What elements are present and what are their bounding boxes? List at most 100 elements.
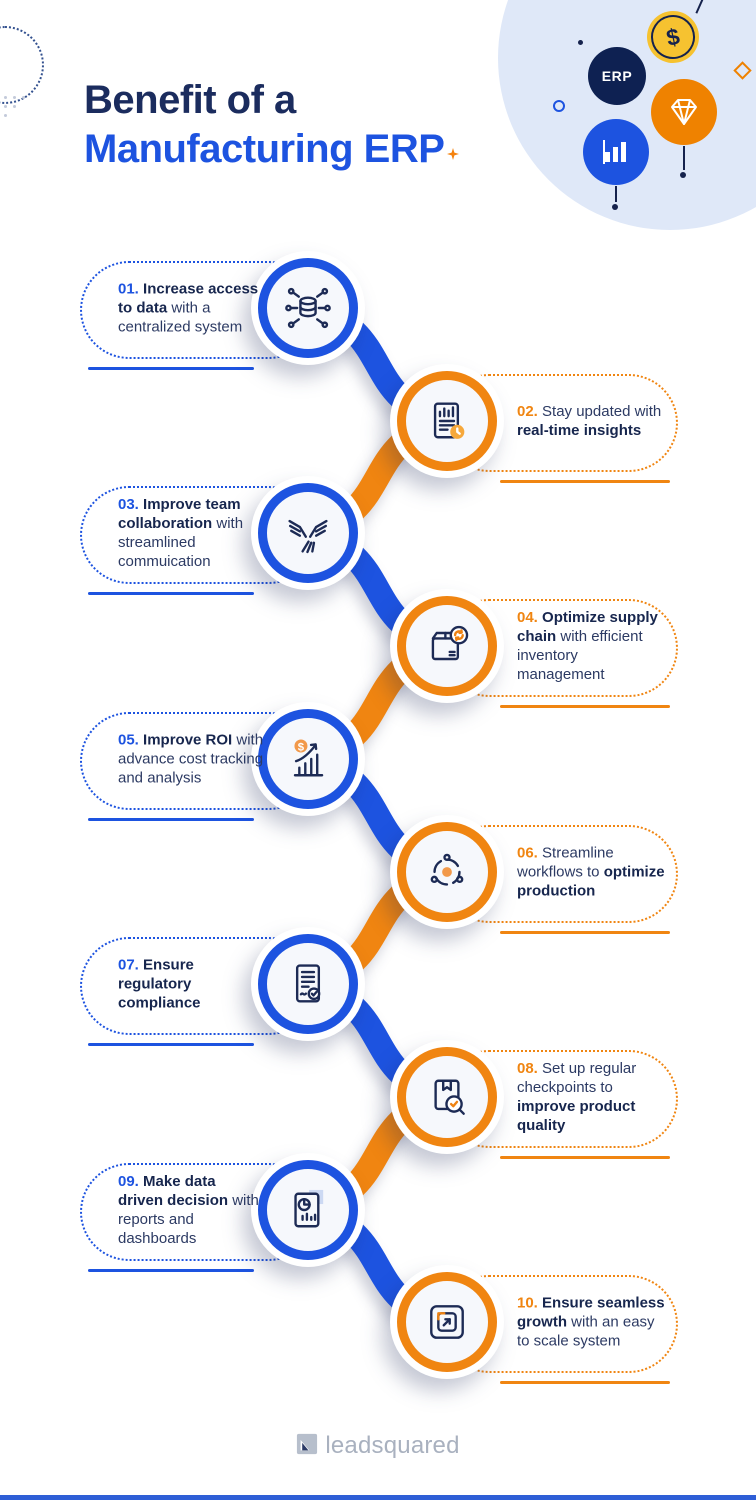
team-hands-icon — [282, 507, 334, 559]
benefit-circle — [390, 364, 504, 478]
benefit-ring — [258, 1160, 358, 1260]
erp-ball-label: ERP — [601, 68, 633, 84]
benefit-text-regular: Set up regular checkpoints to — [517, 1060, 637, 1096]
benefit-text: 07. Ensure regulatory compliance — [118, 956, 264, 1013]
page-title: Benefit of a Manufacturing ERP — [84, 76, 460, 174]
benefit-ring — [397, 1047, 497, 1147]
benefit-text-regular: Streamline workflows to — [517, 844, 614, 881]
scalability-icon — [421, 1296, 473, 1348]
benefit-ring — [397, 1272, 497, 1372]
bottom-accent-bar — [0, 1495, 756, 1500]
benefit-text-bold: Optimize supply chain — [517, 609, 658, 645]
benefit-number: 08. — [517, 1060, 543, 1077]
benefit-underline — [88, 818, 254, 821]
benefit-ring: $ — [258, 709, 358, 809]
erp-ball-icon: ERP — [588, 47, 646, 105]
svg-text:$: $ — [298, 741, 305, 753]
benefit-text-regular: with a centralized system — [118, 299, 243, 336]
quality-check-icon — [421, 1071, 473, 1123]
dot-pattern — [22, 96, 25, 99]
diamond-stem-line — [683, 146, 685, 170]
sparkle-icon — [447, 123, 460, 172]
benefit-text-bold: Make data driven decision — [118, 1173, 229, 1209]
realtime-report-icon — [421, 395, 473, 447]
benefit-text-regular: with efficient inventory management — [517, 628, 643, 683]
footer: leadsquared — [0, 1432, 756, 1460]
benefit-underline — [500, 1156, 670, 1159]
benefit-ring — [397, 596, 497, 696]
benefit-circle — [251, 251, 365, 365]
dot-pattern — [4, 96, 7, 99]
page-title-line1: Benefit of a — [84, 78, 296, 122]
benefit-number: 05. — [118, 731, 144, 749]
benefit-circle — [390, 1265, 504, 1379]
benefit-text-regular: with advance cost tracking and analysis — [118, 731, 264, 787]
decor-dot — [578, 40, 583, 45]
small-ring-icon — [553, 100, 565, 112]
benefit-text-regular: with reports and dashboards — [118, 1192, 259, 1247]
benefit-text-bold: improve product quality — [517, 1098, 636, 1134]
leadsquared-logo-icon — [296, 1433, 318, 1460]
workflow-icon — [421, 846, 473, 898]
benefit-number: 04. — [517, 609, 543, 626]
benefit-number: 07. — [118, 956, 144, 974]
benefit-number: 06. — [517, 844, 543, 862]
benefit-underline — [500, 931, 670, 934]
benefit-text: 01. Increase access to data with a centr… — [118, 280, 264, 337]
benefit-underline — [500, 705, 670, 708]
diamond-stem-dot — [680, 172, 686, 178]
diamond-icon — [651, 79, 717, 145]
benefit-text-bold: Improve team collaboration — [118, 496, 241, 532]
benefit-ring — [258, 258, 358, 358]
benefit-text-bold: Increase access to data — [118, 280, 259, 317]
benefit-number: 02. — [517, 403, 543, 420]
benefit-circle — [251, 1153, 365, 1267]
chart-stem-line — [615, 186, 617, 202]
benefit-text: 03. Improve team collaboration with stre… — [118, 495, 264, 571]
benefit-text: 09. Make data driven decision with repor… — [118, 1172, 264, 1248]
benefit-text: 10. Ensure seamless growth with an easy … — [517, 1294, 669, 1351]
dot-pattern — [4, 105, 7, 108]
benefit-ring — [397, 371, 497, 471]
leadsquared-logo-text: leadsquared — [325, 1432, 460, 1459]
chart-stem-dot — [612, 204, 618, 210]
benefit-ring — [258, 483, 358, 583]
benefit-text-bold: optimize production — [517, 863, 665, 900]
benefit-text-regular: with streamlined commuication — [118, 515, 244, 570]
benefit-ring — [397, 822, 497, 922]
benefit-ring — [258, 934, 358, 1034]
benefit-text: 02. Stay updated with real-time insights — [517, 402, 669, 440]
benefit-underline — [500, 480, 670, 483]
benefit-underline — [88, 1269, 254, 1272]
benefit-text-bold: Ensure regulatory compliance — [118, 956, 201, 1012]
dot-pattern — [13, 96, 16, 99]
benefit-number: 01. — [118, 280, 144, 298]
benefit-text-bold: Ensure seamless growth — [517, 1294, 665, 1331]
benefit-number: 03. — [118, 496, 144, 513]
benefit-text: 08. Set up regular checkpoints to improv… — [517, 1059, 669, 1135]
compliance-doc-icon — [282, 958, 334, 1010]
inventory-sync-icon — [421, 620, 473, 672]
benefit-circle: $ — [251, 702, 365, 816]
roi-chart-icon: $ — [282, 733, 334, 785]
benefit-circle — [390, 1040, 504, 1154]
benefit-text-bold: real-time insights — [517, 422, 642, 439]
benefit-circle — [390, 589, 504, 703]
benefit-circle — [251, 476, 365, 590]
benefit-underline — [88, 1043, 254, 1046]
dot-pattern — [4, 114, 7, 117]
page-title-line2: Manufacturing ERP — [84, 123, 460, 174]
benefit-text: 06. Streamline workflows to optimize pro… — [517, 844, 669, 901]
benefit-text-regular: with an easy to scale system — [517, 1313, 655, 1350]
benefit-underline — [88, 367, 254, 370]
benefit-text-bold: Improve ROI — [143, 731, 233, 749]
database-network-icon — [282, 282, 334, 334]
benefit-text: 05. Improve ROI with advance cost tracki… — [118, 731, 264, 788]
benefit-number: 10. — [517, 1294, 543, 1312]
benefit-number: 09. — [118, 1173, 144, 1190]
benefit-text-regular: Stay updated with — [542, 403, 662, 420]
benefit-circle — [251, 927, 365, 1041]
benefit-underline — [88, 592, 254, 595]
benefit-underline — [500, 1381, 670, 1384]
